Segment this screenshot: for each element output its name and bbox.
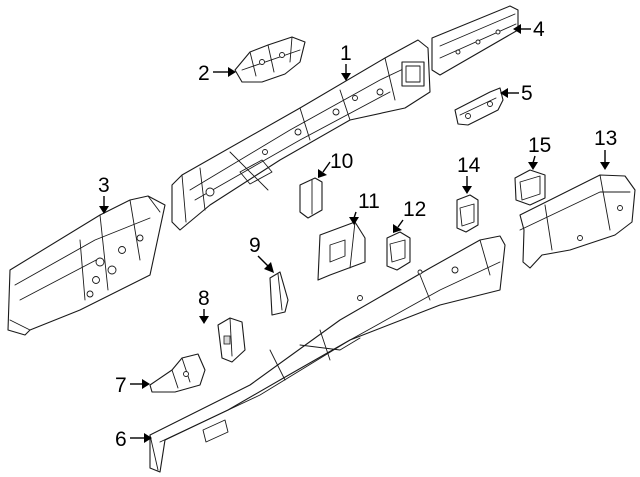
part-12-bracket	[386, 231, 411, 271]
callout-8: 8	[198, 287, 210, 324]
callout-3-number: 3	[98, 174, 110, 197]
callout-12-number: 12	[403, 198, 426, 221]
callout-10-number: 10	[330, 150, 353, 173]
callout-6-number: 6	[115, 428, 127, 451]
part-14-bracket	[456, 194, 479, 233]
part-7-bracket	[149, 353, 206, 393]
callout-15: 15	[528, 134, 551, 170]
callout-5: 5	[500, 82, 533, 105]
callout-5-number: 5	[521, 82, 533, 105]
callout-9-number: 9	[249, 234, 261, 257]
part-6-lower-rail	[149, 235, 506, 473]
callout-4-number: 4	[533, 18, 545, 41]
part-15-bracket	[514, 169, 546, 206]
part-13-rear-rail	[519, 174, 636, 269]
callout-15-number: 15	[528, 134, 551, 157]
part-1-upper-rail	[171, 39, 431, 231]
part-2-bracket	[234, 36, 306, 83]
callout-2: 2	[198, 62, 236, 85]
part-11-bracket	[317, 221, 366, 281]
part-5-plate	[454, 87, 504, 126]
callout-10: 10	[318, 150, 353, 178]
part-9-bracket	[269, 271, 289, 316]
callout-12: 12	[393, 198, 426, 233]
callout-11-number: 11	[358, 190, 380, 213]
callouts: 1 2 3 4 5 6 7	[98, 18, 617, 451]
callout-14-number: 14	[457, 154, 481, 177]
callout-9: 9	[249, 234, 274, 273]
callout-6: 6	[115, 428, 152, 451]
callout-4: 4	[513, 18, 545, 41]
part-4-channel	[431, 5, 519, 76]
callout-14: 14	[457, 154, 481, 194]
callout-13-number: 13	[594, 127, 617, 150]
callout-2-number: 2	[198, 62, 210, 85]
part-10-bracket	[299, 177, 323, 219]
callout-7-number: 7	[115, 374, 127, 397]
callout-13: 13	[594, 127, 617, 170]
callout-1: 1	[340, 42, 352, 81]
callout-7: 7	[115, 374, 150, 397]
callout-1-number: 1	[340, 42, 352, 65]
callout-8-number: 8	[198, 287, 210, 310]
part-3-side-rail	[7, 195, 166, 336]
part-8-bracket	[217, 317, 246, 363]
callout-11: 11	[349, 190, 380, 225]
callout-3: 3	[98, 174, 110, 214]
